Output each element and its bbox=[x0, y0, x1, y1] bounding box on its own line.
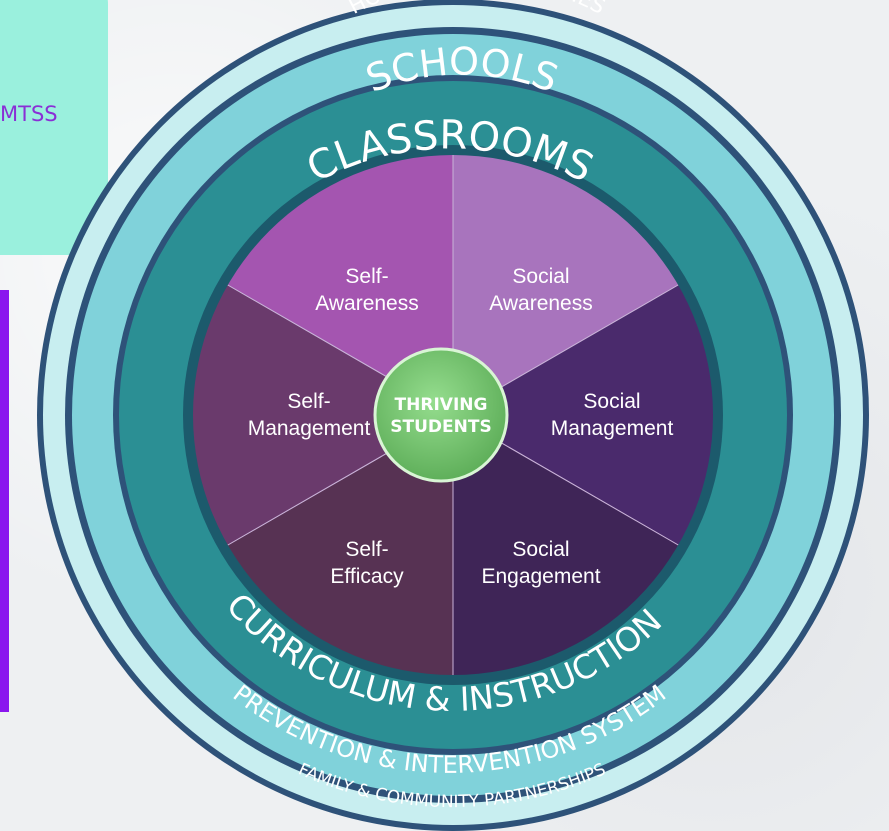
segment-label-5-line1: Self- bbox=[287, 390, 330, 413]
segment-label-3-line2: Engagement bbox=[481, 565, 600, 588]
segment-label-1-line2: Awareness bbox=[489, 292, 593, 315]
mtss-label: MTSS bbox=[0, 102, 58, 126]
segment-label-2-line2: Management bbox=[551, 417, 674, 440]
purple-sidebar-bar bbox=[0, 290, 9, 712]
segment-label-2-line1: Social bbox=[583, 390, 640, 413]
center-line1: THRIVING bbox=[395, 395, 488, 415]
segments-group bbox=[193, 155, 713, 675]
segment-label-5-line2: Management bbox=[248, 417, 371, 440]
segment-label-1-line1: Social bbox=[512, 265, 569, 288]
thriving-students-center bbox=[373, 347, 509, 483]
segment-label-4-line2: Efficacy bbox=[330, 565, 404, 588]
segment-label-0-line2: Awareness bbox=[315, 292, 419, 315]
center-line2: STUDENTS bbox=[390, 417, 491, 437]
segment-label-0-line1: Self- bbox=[345, 265, 388, 288]
segment-label-3-line1: Social bbox=[512, 538, 569, 561]
segment-label-4-line1: Self- bbox=[345, 538, 388, 561]
